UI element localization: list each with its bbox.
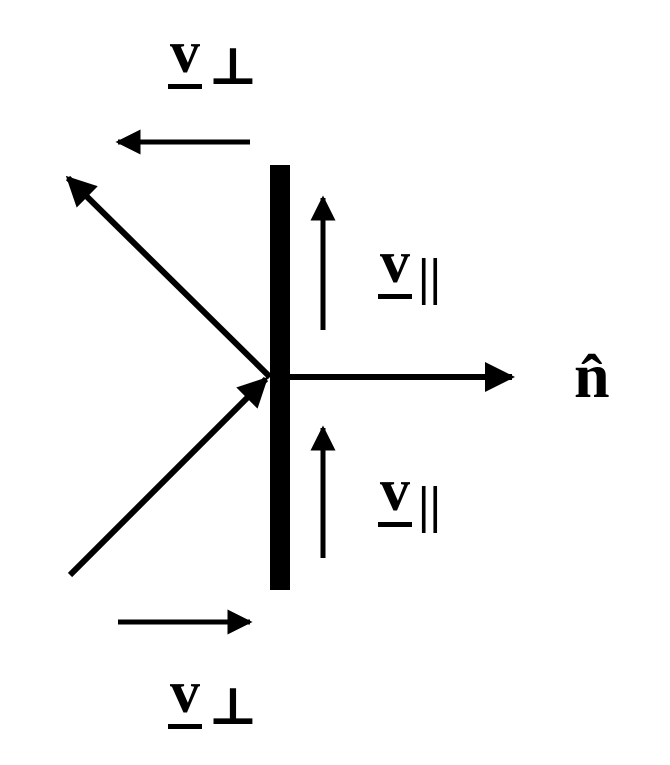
surface-wall <box>270 165 290 590</box>
v-par-lower-sub: || <box>418 477 441 534</box>
v-par-upper-label: v|| <box>378 232 441 304</box>
v-perp-bottom-sub: ⊥ <box>208 679 258 736</box>
incident-velocity-arrow <box>67 376 269 578</box>
v-par-lower-label: v|| <box>378 460 441 532</box>
v-par-upper-sub: || <box>418 249 441 306</box>
v-perp-bottom-label: v⊥ <box>168 662 258 734</box>
normal-label: n̂ <box>574 340 610 411</box>
v-perp-top-base: v <box>168 22 202 89</box>
v-perp-top-label: v⊥ <box>168 22 258 94</box>
v-par-lower-base: v <box>378 460 412 527</box>
v-perp-bottom-base: v <box>168 662 202 729</box>
v-par-upper-base: v <box>378 232 412 299</box>
reflected-velocity-arrow <box>65 175 273 380</box>
v-perp-top-sub: ⊥ <box>208 39 258 96</box>
